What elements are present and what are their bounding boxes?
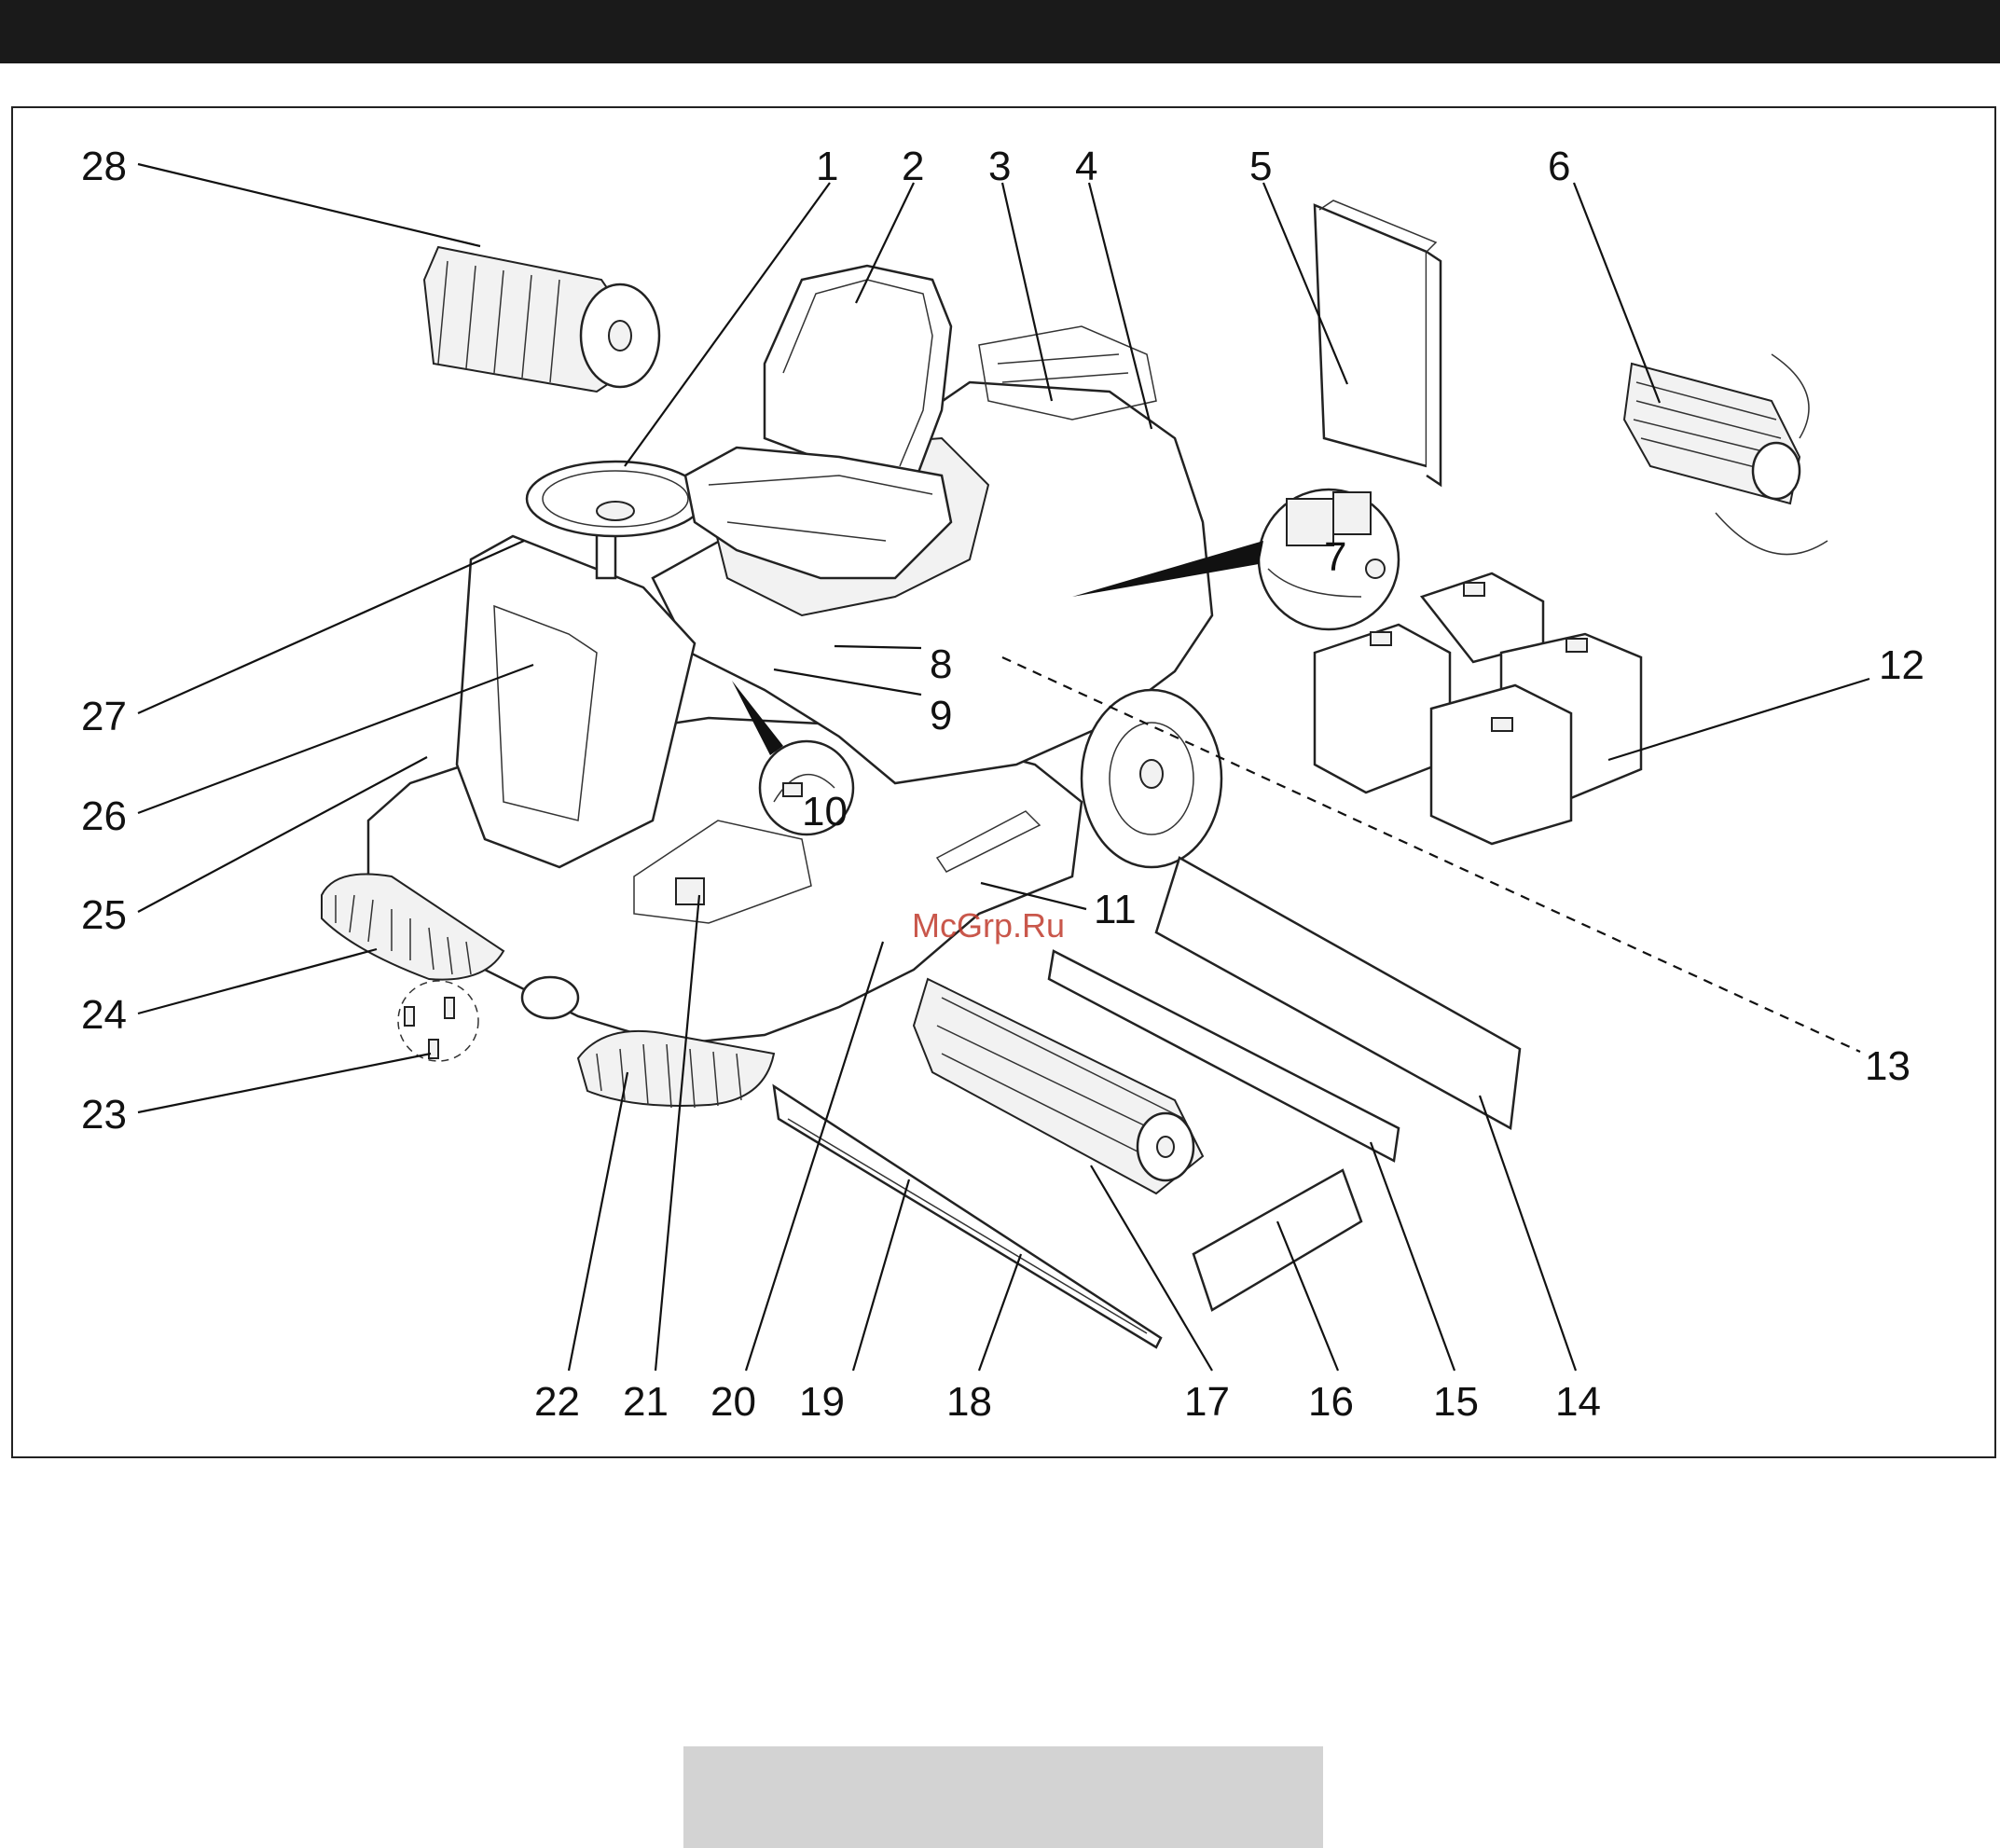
label-4: 4 [1075, 144, 1097, 189]
roller-brush [424, 247, 659, 392]
label-22: 22 [534, 1379, 580, 1425]
screws-detail [398, 981, 478, 1061]
label-8: 8 [930, 641, 952, 687]
label-24: 24 [81, 992, 127, 1038]
label-7: 7 [1324, 534, 1346, 580]
label-20: 20 [710, 1379, 756, 1425]
sealing-strip-14 [1156, 858, 1520, 1128]
label-28: 28 [81, 144, 127, 189]
label-11: 11 [1094, 887, 1137, 932]
label-19: 19 [799, 1379, 845, 1425]
label-21: 21 [623, 1379, 669, 1425]
label-23: 23 [81, 1092, 127, 1138]
label-27: 27 [81, 694, 127, 739]
label-1: 1 [816, 144, 838, 189]
label-3: 3 [988, 144, 1011, 189]
label-13: 13 [1865, 1043, 1910, 1089]
label-17: 17 [1184, 1379, 1230, 1425]
watermark: McGrp.Ru [912, 906, 1065, 945]
label-5: 5 [1249, 144, 1272, 189]
battery-box [1315, 200, 1441, 485]
label-25: 25 [81, 892, 127, 938]
sealing-strip-16 [1193, 1170, 1361, 1310]
label-6: 6 [1548, 144, 1570, 189]
label-9: 9 [930, 693, 952, 738]
label-12: 12 [1879, 642, 1924, 688]
label-16: 16 [1308, 1379, 1354, 1425]
label-2: 2 [902, 144, 924, 189]
label-18: 18 [946, 1379, 992, 1425]
label-15: 15 [1433, 1379, 1479, 1425]
charger [1624, 354, 1828, 555]
footer-page-box [683, 1746, 1323, 1848]
label-10: 10 [802, 789, 848, 834]
side-brush-front [578, 1031, 774, 1108]
label-14: 14 [1555, 1379, 1601, 1425]
label-26: 26 [81, 793, 127, 839]
